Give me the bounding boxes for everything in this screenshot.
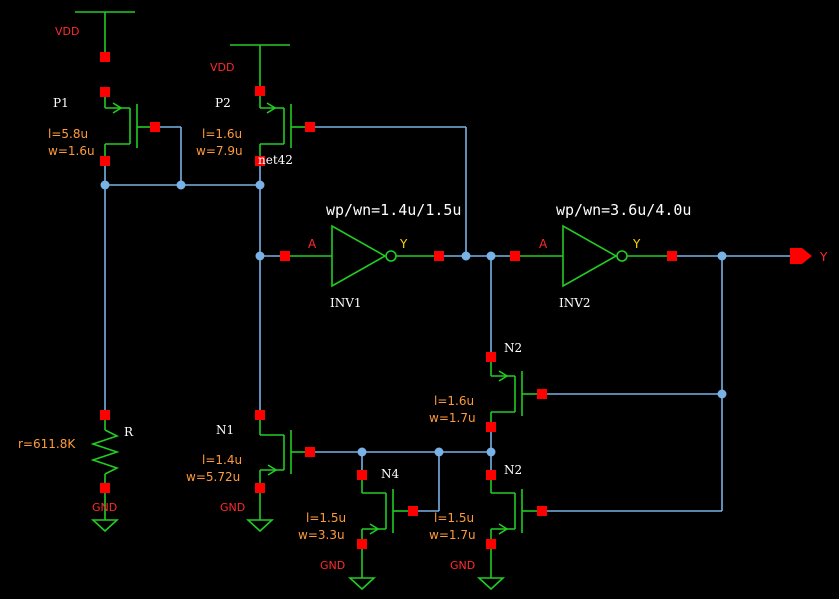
n4-length: l=1.5u [306, 511, 346, 525]
vdd2-label: VDD [210, 61, 234, 74]
r-name: R [124, 425, 134, 439]
n1-length: l=1.4u [202, 453, 242, 467]
inv2-out-label: Y [632, 237, 641, 251]
gnd-n4-label: GND [320, 559, 345, 572]
r-value: r=611.8K [18, 437, 76, 451]
vdd1-label: VDD [55, 25, 79, 38]
n2a-width: w=1.7u [429, 411, 476, 425]
inv1-name: INV1 [330, 296, 362, 310]
gnd-n1-label: GND [220, 501, 245, 514]
p1-length: l=5.8u [48, 127, 88, 141]
n2b-length: l=1.5u [434, 511, 474, 525]
inv1-out-label: Y [399, 237, 408, 251]
n4-width: w=3.3u [298, 528, 345, 542]
p1-width: w=1.6u [48, 144, 95, 158]
inv1-in-label: A [308, 237, 317, 251]
pins [100, 52, 677, 549]
output-pin-arrow [790, 248, 812, 264]
inv1-ratio: wp/wn=1.4u/1.5u [326, 201, 461, 219]
p2-width: w=7.9u [196, 144, 243, 158]
junctions [100, 180, 727, 457]
devices [75, 11, 668, 591]
n2b-width: w=1.7u [429, 528, 476, 542]
n2b-name: N2 [504, 463, 522, 477]
gnd-n3-label: GND [450, 559, 475, 572]
inv2-ratio: wp/wn=3.6u/4.0u [556, 201, 691, 219]
p2-length: l=1.6u [202, 127, 242, 141]
n1-name: N1 [216, 423, 234, 437]
n4-name: N4 [381, 467, 400, 481]
output-y-label: Y [819, 250, 828, 264]
n2a-length: l=1.6u [434, 394, 474, 408]
inv2-name: INV2 [559, 296, 591, 310]
gnd-r-label: GND [92, 501, 117, 514]
p1-name: P1 [53, 96, 69, 110]
inv2-in-label: A [539, 237, 548, 251]
n2a-name: N2 [504, 341, 522, 355]
net42-label: net42 [258, 153, 293, 167]
n1-width: w=5.72u [186, 470, 240, 484]
p2-name: P2 [215, 96, 231, 110]
